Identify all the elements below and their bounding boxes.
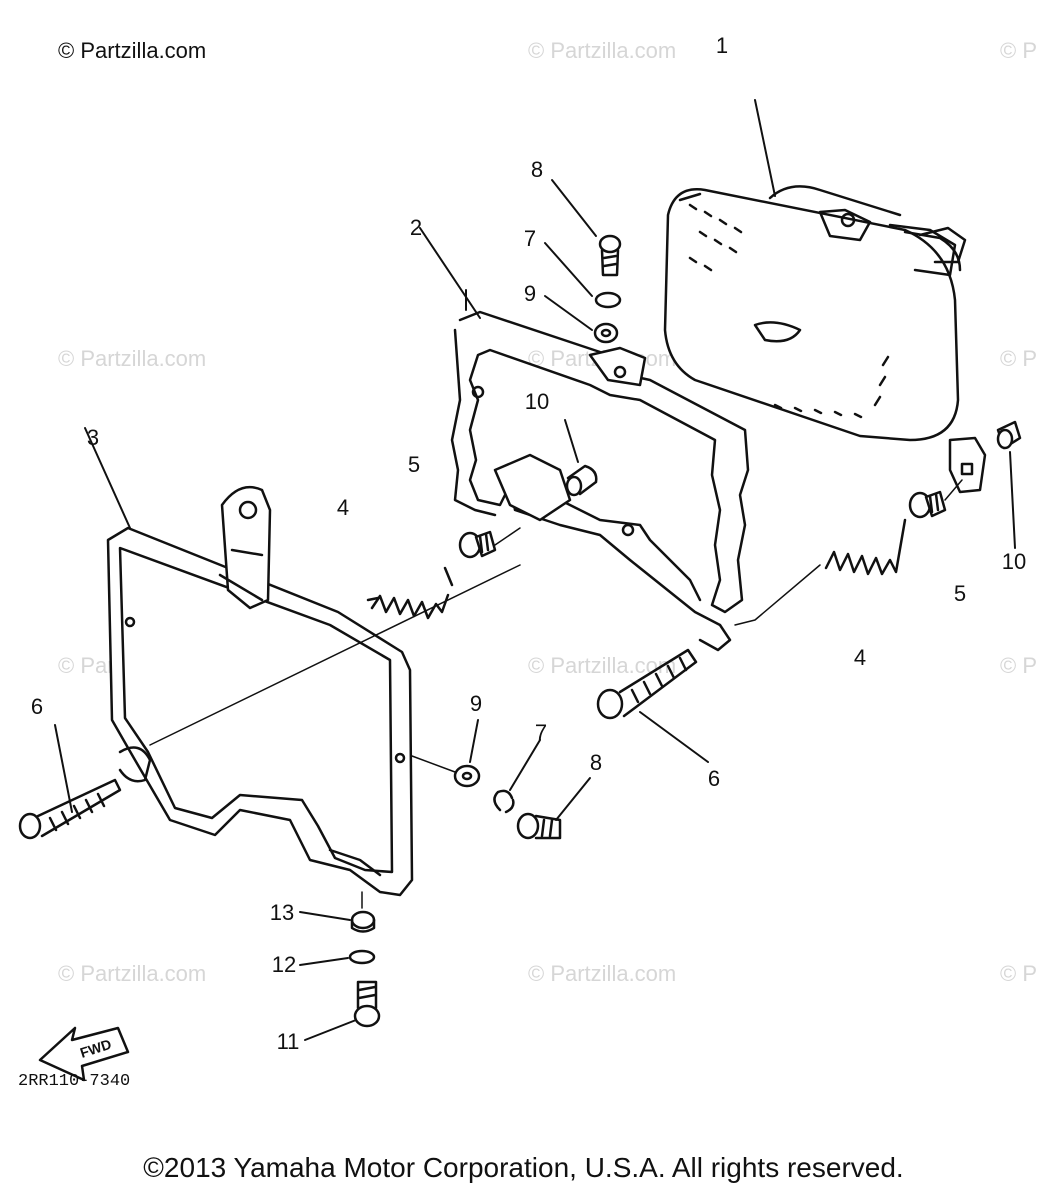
adjusting-spring: [734, 518, 907, 626]
callout-number: 9: [523, 281, 537, 306]
lock-washer: [299, 949, 376, 966]
callout-number: 6: [30, 694, 44, 719]
callout-number: 4: [336, 495, 350, 520]
callout-number: 12: [271, 952, 297, 977]
screw: [304, 980, 381, 1041]
callout-number: 5: [953, 581, 967, 606]
callout-number: 5: [407, 452, 421, 477]
callout-number: 3: [86, 425, 100, 450]
callout-number: 8: [530, 157, 544, 182]
callout-number: 2: [409, 215, 423, 240]
adjusting-spring: [366, 566, 454, 620]
adjusting-screw: [596, 648, 709, 763]
adjusting-nut: [458, 527, 521, 559]
mounting-bracket: [419, 227, 750, 652]
screw-top: [551, 179, 622, 277]
watermark: © Partzilla.com: [58, 38, 207, 63]
callout-number: 4: [853, 645, 867, 670]
collar: [299, 891, 376, 933]
grommet: [564, 419, 598, 497]
watermark: © Partzilla.com: [58, 961, 207, 986]
callout-number: 8: [589, 750, 603, 775]
watermark: © P: [1000, 653, 1037, 678]
lock-washer: [493, 739, 541, 814]
forward-arrow: FWD: [38, 1026, 130, 1082]
callout-number: 7: [534, 720, 548, 745]
callout-number: 6: [707, 766, 721, 791]
lock-washer-top: [544, 242, 622, 309]
watermark: © P: [1000, 961, 1037, 986]
washer: [411, 719, 481, 788]
watermark: © P: [1000, 346, 1037, 371]
watermark: © Partzilla.com: [528, 38, 677, 63]
watermark: © Partzilla.com: [58, 346, 207, 371]
callout-number: 10: [524, 389, 550, 414]
callout-number: 13: [269, 900, 295, 925]
watermark: © P: [1000, 38, 1037, 63]
callout-number: 11: [276, 1029, 300, 1054]
screw: [516, 777, 591, 840]
adjusting-screw: [18, 724, 122, 840]
headlight-unit: [663, 99, 987, 494]
watermark: © Partzilla.com: [528, 961, 677, 986]
callout-number: 1: [715, 33, 729, 58]
callout-number: 7: [523, 226, 537, 251]
diagram-code: 2RR110-7340: [18, 1072, 131, 1091]
callout-number: 10: [1001, 549, 1027, 574]
grommet: [996, 420, 1022, 549]
copyright-notice: ©2013 Yamaha Motor Corporation, U.S.A. A…: [143, 1152, 904, 1183]
callout-number: 9: [469, 691, 483, 716]
adjusting-nut: [908, 479, 963, 519]
headlight-rim: [84, 427, 521, 897]
washer-top: [544, 295, 619, 344]
